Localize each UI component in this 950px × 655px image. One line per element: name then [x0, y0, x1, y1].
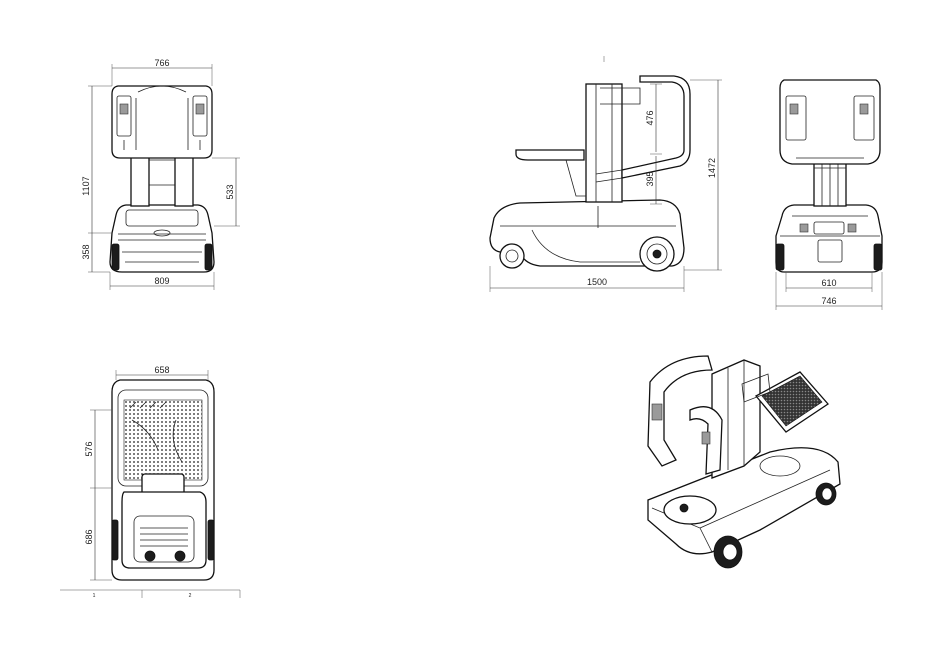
dim-side-lower-rail: 395	[645, 171, 655, 186]
top-view: 658 576 686	[84, 365, 214, 580]
dim-side-overall-height: 1472	[707, 158, 717, 178]
dim-rear-track-width: 610	[821, 278, 836, 288]
dim-front-bottom-width: 809	[154, 276, 169, 286]
side-view: 1500 1472 476 395	[490, 76, 722, 292]
title-block-cell-1: 1	[93, 593, 96, 599]
dim-rear-overall-width: 746	[821, 296, 836, 306]
dim-top-front-depth: 576	[84, 441, 94, 456]
dim-front-left-base: 358	[81, 244, 91, 259]
isometric-view	[648, 356, 840, 568]
dim-top-rear-depth: 686	[84, 529, 94, 544]
rear-view: 610 746	[776, 80, 882, 310]
front-view: 766 809 1107 358 533	[81, 58, 240, 290]
dim-front-left-height: 1107	[81, 176, 91, 195]
dim-front-top-width: 766	[154, 58, 169, 68]
title-block-cell-2: 2	[189, 593, 192, 599]
dim-front-right-height: 533	[225, 184, 235, 199]
dim-side-length: 1500	[587, 277, 607, 287]
dim-top-platform-width: 658	[154, 365, 169, 375]
dim-side-upper-rail: 476	[645, 110, 655, 125]
